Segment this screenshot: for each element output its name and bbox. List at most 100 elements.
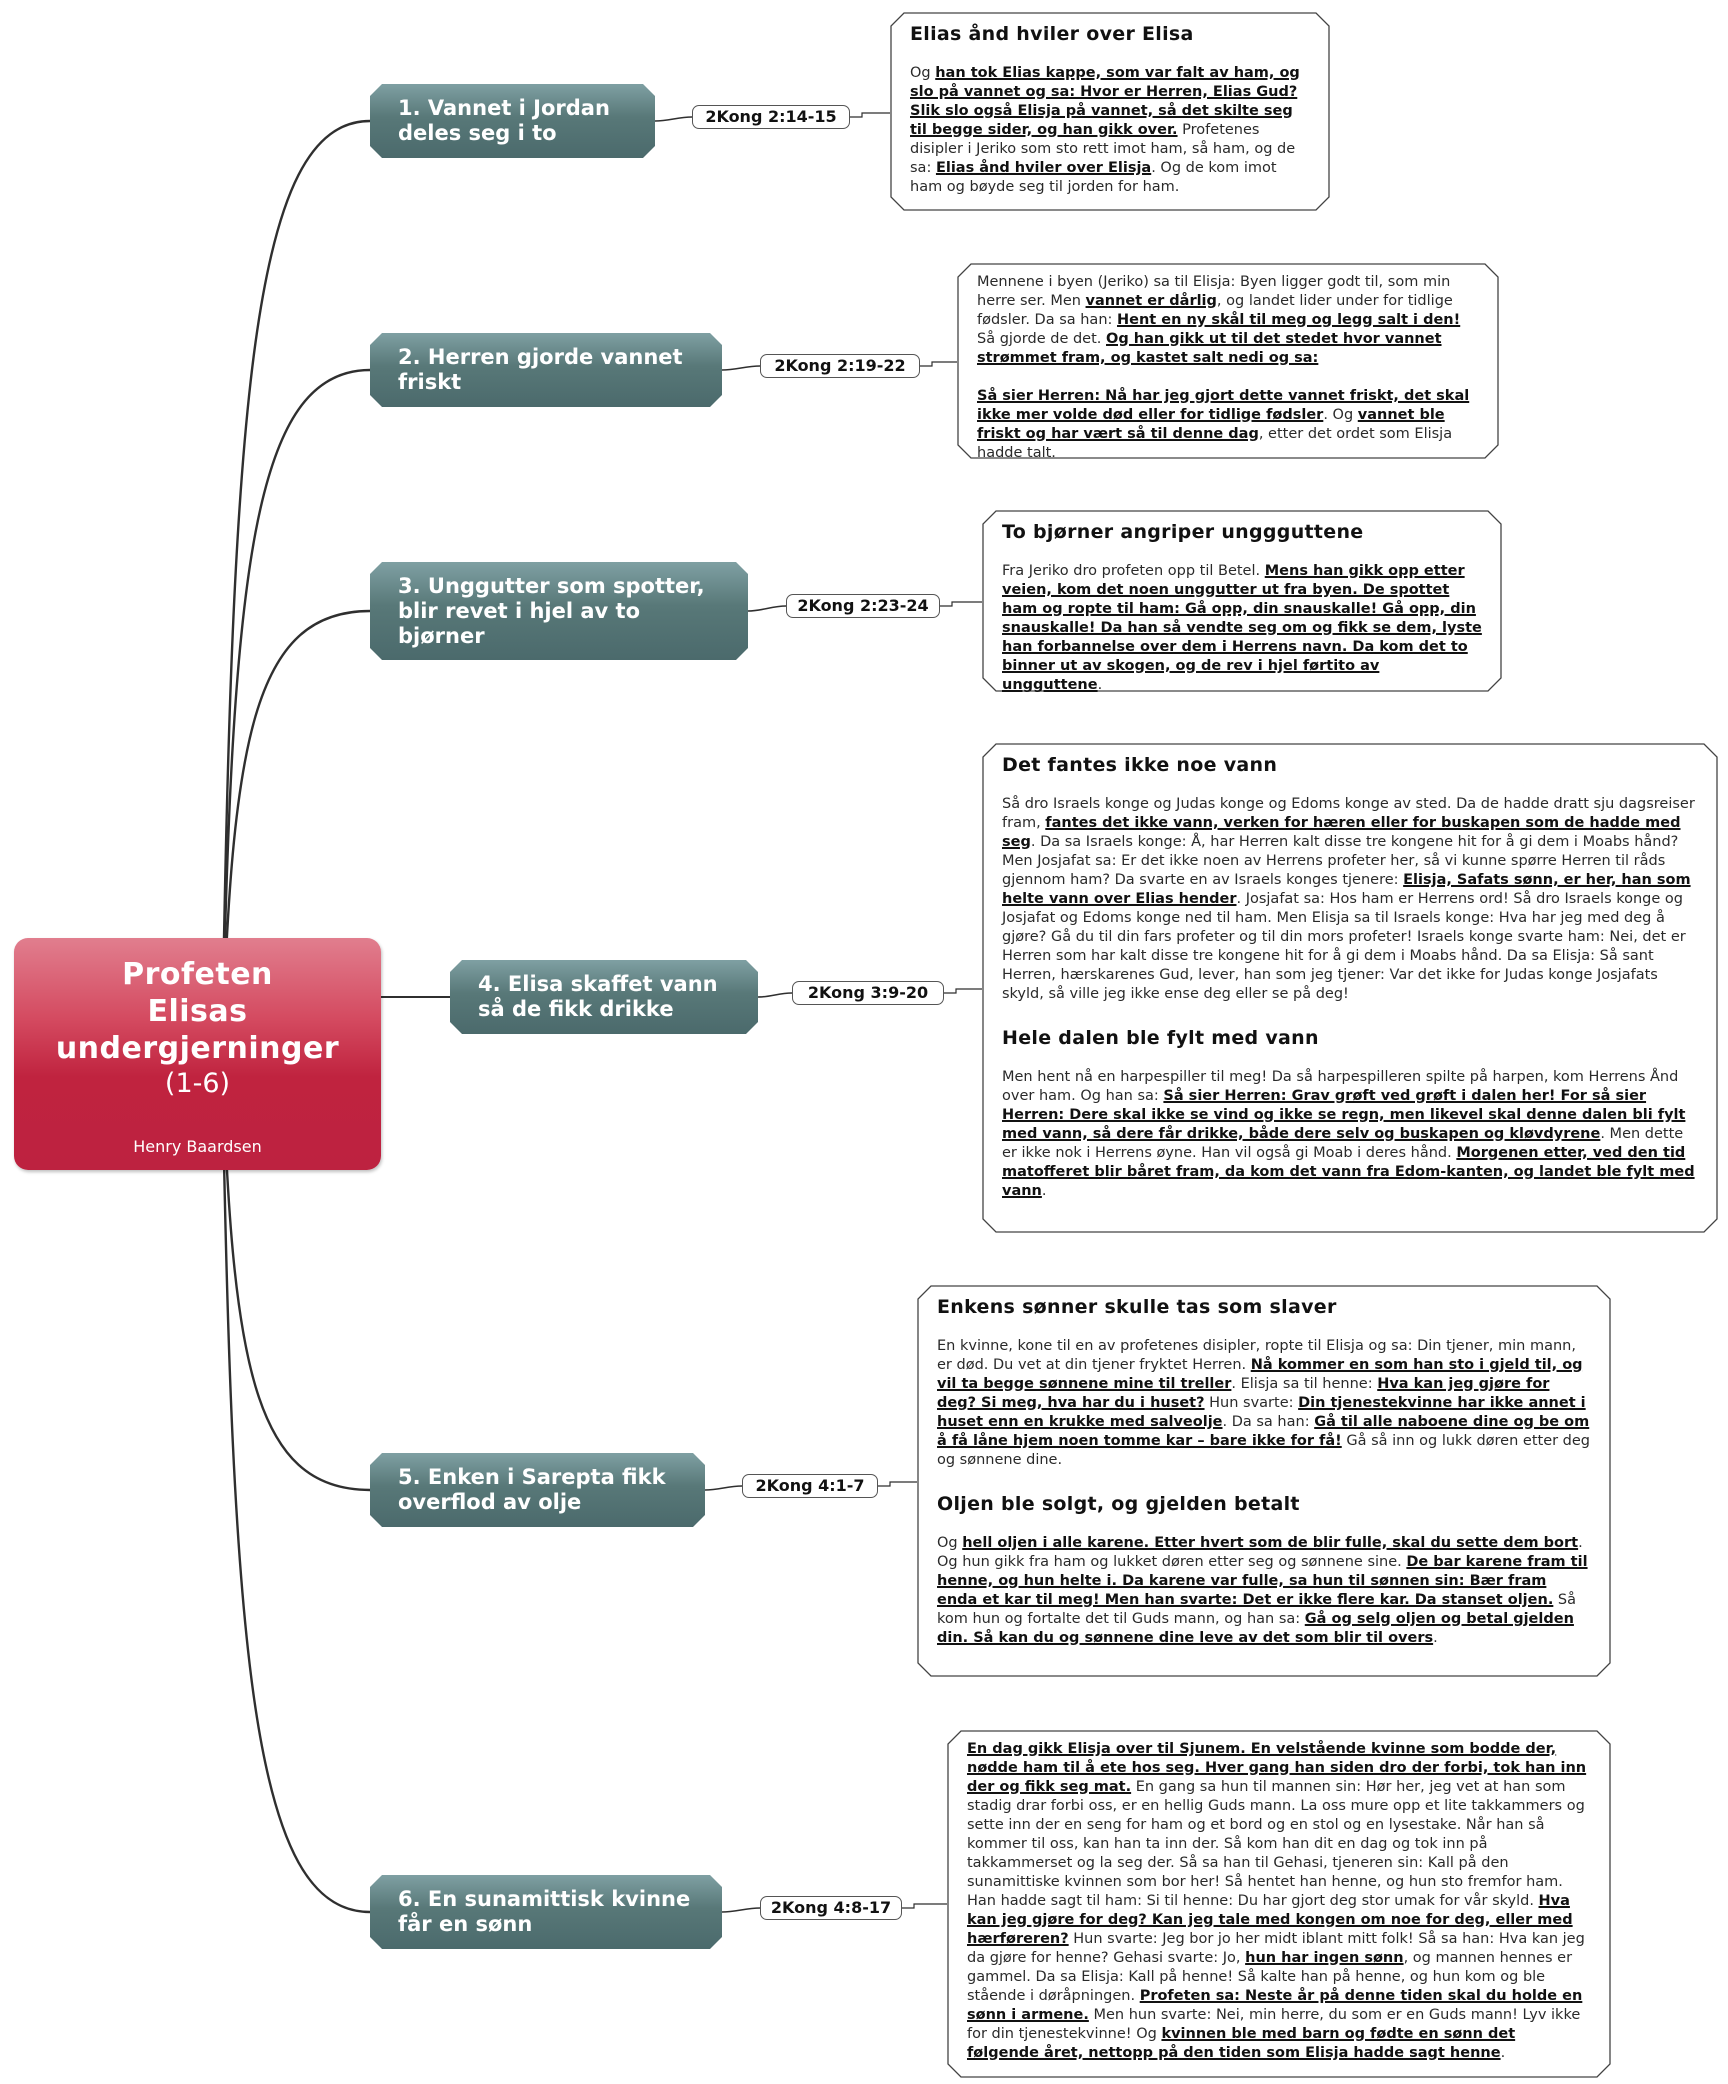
note-text: Gå så inn og lukk døren etter deg og søn… xyxy=(937,1433,1591,1468)
note-text: Og xyxy=(937,1535,963,1551)
topic-label-line: 6. En sunamittisk kvinne xyxy=(398,1887,691,1911)
note-frame xyxy=(957,263,1499,459)
note-text: . Josjafat sa: Hos ham er Herrens ord! S… xyxy=(1002,891,1686,1002)
highlighted-text: Gå til alle naboene dine og be om å få l… xyxy=(937,1414,1590,1449)
highlighted-text: Profeten sa: Neste år på denne tiden ska… xyxy=(967,1988,1583,2023)
note-text: . xyxy=(1097,677,1103,693)
central-title-line: undergjerninger xyxy=(55,1031,340,1066)
note-text: . Og de kom imot ham og bøyde seg til jo… xyxy=(910,160,1277,195)
highlighted-text: Din tjenestekvinne har ikke annet i huse… xyxy=(937,1395,1586,1430)
highlighted-text: fantes det ikke vann, verken for hæren e… xyxy=(1002,815,1681,850)
note-connector xyxy=(902,1903,947,1909)
reference-tag-2[interactable]: 2Kong 2:19-22 xyxy=(760,354,920,378)
topic-1[interactable]: 1. Vannet i Jordan deles seg i to xyxy=(370,84,655,158)
highlighted-text: hell oljen i alle karene. Etter hvert so… xyxy=(962,1535,1579,1551)
topic-6[interactable]: 6. En sunamittisk kvinne får en sønn xyxy=(370,1875,722,1949)
note-heading: Det fantes ikke noe vann xyxy=(1002,754,1278,776)
central-title: Profeten Elisas undergjerninger xyxy=(14,956,381,1067)
note-text: . Elisja sa til henne: xyxy=(1231,1376,1378,1392)
reference-tag-3[interactable]: 2Kong 2:23-24 xyxy=(786,594,940,618)
topic-label-line: overflod av olje xyxy=(398,1490,582,1514)
topic-label-line: friskt xyxy=(398,370,462,394)
note-paragraph: Og hell oljen i alle karene. Etter hvert… xyxy=(937,1534,1591,1648)
note-box-2: Mennene i byen (Jeriko) sa til Elisja: B… xyxy=(957,263,1499,461)
reference-tag-1[interactable]: 2Kong 2:14-15 xyxy=(692,105,850,129)
highlighted-text: En dag gikk Elisja over til Sjunem. En v… xyxy=(967,1741,1587,1795)
highlighted-text: De bar karene fram til henne, og hun hel… xyxy=(937,1554,1588,1608)
ref-connector xyxy=(654,116,693,122)
note-paragraph: Men hent nå en harpespiller til meg! Da … xyxy=(1002,1068,1698,1201)
reference-tag-5[interactable]: 2Kong 4:1-7 xyxy=(742,1474,878,1498)
reference-tag-6[interactable]: 2Kong 4:8-17 xyxy=(760,1896,902,1920)
topic-3[interactable]: 3. Unggutter som spotter, blir revet i h… xyxy=(370,562,748,660)
highlighted-text: vannet ble friskt og har vært så til den… xyxy=(977,407,1445,442)
branch-line xyxy=(220,609,371,1055)
topic-label-line: deles seg i to xyxy=(398,121,557,145)
note-box-4: Det fantes ikke noe vann Så dro Israels k… xyxy=(982,743,1718,1233)
topic-4[interactable]: 4. Elisa skaffet vann så de fikk drikke xyxy=(450,960,758,1034)
ref-connector xyxy=(721,365,761,371)
note-text: Mennene i byen (Jeriko) sa til Elisja: B… xyxy=(977,274,1451,309)
note-heading: To bjørner angriper unggguttene xyxy=(1002,521,1364,543)
topic-label-line: 1. Vannet i Jordan xyxy=(398,96,610,120)
note-paragraph: En dag gikk Elisja over til Sjunem. En v… xyxy=(967,1740,1591,2063)
note-content: Det fantes ikke noe vann Så dro Israels k… xyxy=(982,743,1718,1211)
note-frame xyxy=(917,1285,1611,1677)
note-content: Mennene i byen (Jeriko) sa til Elisja: B… xyxy=(957,263,1499,473)
central-title-line: Elisas xyxy=(147,994,248,1029)
ref-connector xyxy=(721,1907,761,1913)
ref-connector xyxy=(757,992,793,998)
note-text: Men hun svarte: Nei, min herre, du som e… xyxy=(967,2007,1581,2042)
topic-5[interactable]: 5. Enken i Sarepta fikk overflod av olje xyxy=(370,1453,705,1527)
highlighted-text: Og han gikk ut til det stedet hvor vanne… xyxy=(977,331,1442,366)
note-text: Profetenes disipler i Jeriko som sto ret… xyxy=(910,122,1296,176)
ref-connector xyxy=(704,1485,743,1491)
highlighted-text: hun har ingen sønn xyxy=(1245,1950,1404,1966)
central-topic[interactable]: Profeten Elisas undergjerninger (1-6) He… xyxy=(14,938,381,1170)
note-text: . Men dette er ikke nok i Herrens øyne. … xyxy=(1002,1126,1684,1161)
note-text: Og xyxy=(910,65,936,81)
note-text: Så dro Israels konge og Judas konge og E… xyxy=(1002,796,1695,831)
note-text: . xyxy=(1041,1183,1047,1199)
note-text: En gang sa hun til mannen sin: Hør her, … xyxy=(967,1779,1585,1909)
highlighted-text: Hva kan jeg gjøre for deg? Si meg, hva h… xyxy=(937,1376,1550,1411)
note-text: En kvinne, kone til en av profetenes dis… xyxy=(937,1338,1576,1373)
note-paragraph: En kvinne, kone til en av profetenes dis… xyxy=(937,1337,1591,1470)
highlighted-text: Elias ånd hviler over Elisja xyxy=(935,160,1152,176)
topic-2[interactable]: 2. Herren gjorde vannet friskt xyxy=(370,333,722,407)
ref-connector xyxy=(747,605,787,612)
highlighted-text: Hent en ny skål til meg og legg salt i d… xyxy=(1117,312,1461,328)
note-text: , og landet lider under for tidlige føds… xyxy=(977,293,1453,328)
highlighted-text: Elisja, Safats sønn, er her, han som hel… xyxy=(1002,872,1691,907)
topic-label-line: bjørner xyxy=(398,623,485,648)
highlighted-text: Gå og selg oljen og betal gjelden din. S… xyxy=(937,1611,1574,1646)
note-text: . xyxy=(1433,1630,1438,1646)
note-paragraph: Så sier Herren: Nå har jeg gjort dette v… xyxy=(977,387,1479,463)
reference-tag-4[interactable]: 2Kong 3:9-20 xyxy=(792,981,944,1005)
topic-label-line: 2. Herren gjorde vannet xyxy=(398,345,683,369)
note-text: . Og xyxy=(1323,407,1358,423)
highlighted-text: Mens han gikk opp etter veien, kom det n… xyxy=(1002,563,1482,693)
highlighted-text: Morgenen etter, ved den tid matofferet b… xyxy=(1002,1145,1695,1199)
note-paragraph: Og han tok Elias kappe, som var falt av … xyxy=(910,64,1310,197)
note-connector xyxy=(944,988,982,994)
note-frame xyxy=(890,12,1330,211)
note-frame xyxy=(982,743,1718,1233)
note-connector xyxy=(878,1481,917,1487)
note-text: , etter det ordet som Elisja hadde talt. xyxy=(977,426,1453,461)
branch-line xyxy=(220,368,371,1055)
branch-line xyxy=(220,1053,371,1914)
note-connector xyxy=(920,361,957,367)
highlighted-text: Hva kan jeg gjøre for deg? Kan jeg tale … xyxy=(967,1893,1573,1947)
highlighted-text: Så sier Herren: Grav grøft ved grøft i d… xyxy=(1002,1088,1686,1142)
note-text: Så gjorde de det. xyxy=(977,331,1107,347)
branch-line xyxy=(220,119,371,1055)
topic-label-line: 3. Unggutter som spotter, xyxy=(398,573,705,598)
note-text: . Da sa Israels konge: Å, har Herren kal… xyxy=(1002,834,1679,888)
